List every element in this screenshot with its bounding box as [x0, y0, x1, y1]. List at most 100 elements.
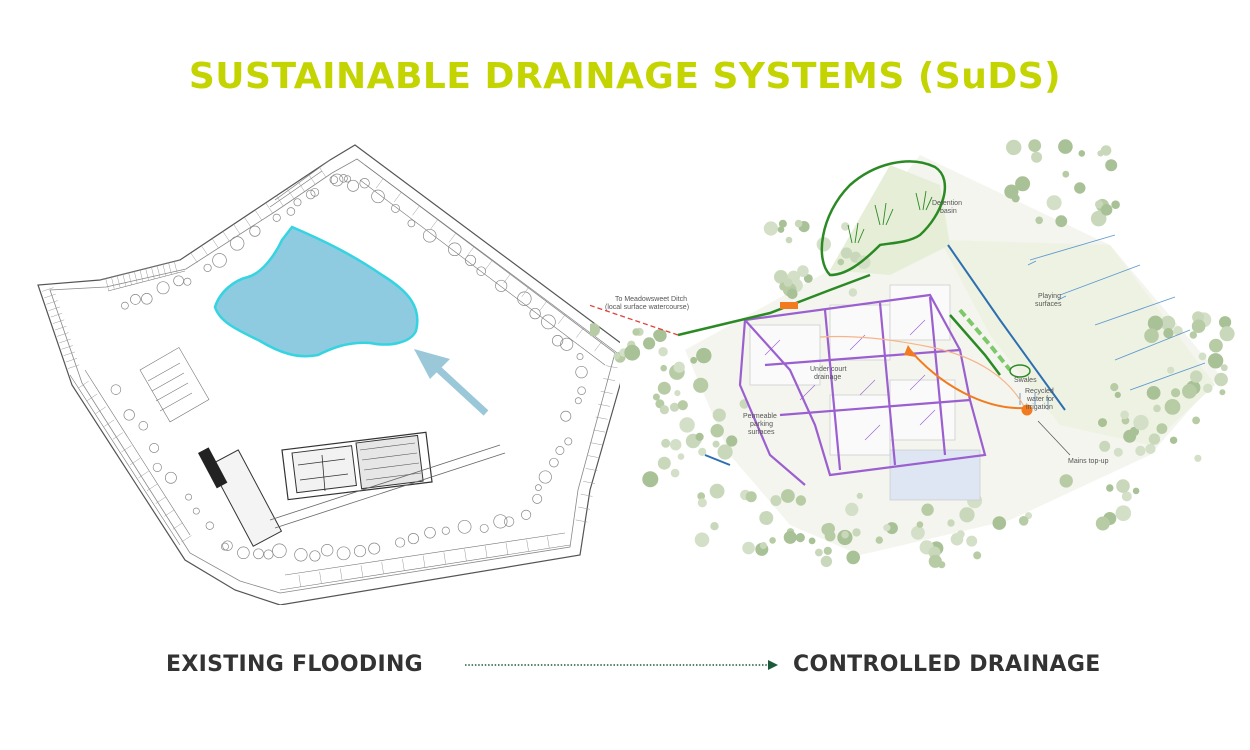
plot-line	[181, 535, 192, 543]
tree	[697, 498, 707, 508]
tree	[852, 528, 861, 537]
plot-line	[52, 319, 65, 324]
tree	[845, 502, 859, 516]
tree	[1105, 159, 1118, 172]
tree	[875, 536, 883, 544]
tree	[652, 393, 660, 401]
tree	[1035, 216, 1043, 225]
tree	[1121, 491, 1132, 502]
plot-line	[61, 345, 73, 350]
tree	[1074, 182, 1086, 194]
storage-tank	[780, 302, 798, 309]
plot-line	[485, 545, 488, 558]
tree	[305, 189, 316, 200]
tree	[205, 521, 214, 530]
tree	[712, 408, 726, 422]
mains-label: Mains top-up	[1068, 458, 1109, 465]
undercourt-label-1: Under court	[810, 366, 847, 373]
plot-line	[526, 539, 529, 552]
tree	[660, 364, 667, 372]
tree	[785, 236, 793, 244]
tree	[841, 530, 849, 539]
tree	[763, 221, 778, 236]
tree	[549, 457, 559, 468]
tree	[696, 347, 712, 364]
tree	[203, 263, 212, 272]
mains-top-up-point	[1021, 404, 1033, 416]
playing-label-2: surfaces	[1035, 301, 1062, 308]
tree	[1004, 184, 1019, 199]
recycle-pipe	[909, 349, 1026, 410]
tree	[1160, 315, 1176, 331]
plot-line	[585, 468, 598, 471]
tree	[848, 288, 858, 297]
tree	[973, 551, 982, 560]
plot-line	[503, 273, 511, 284]
plot-line	[375, 178, 384, 189]
tree	[1116, 479, 1130, 493]
tree	[717, 444, 733, 460]
tree	[503, 516, 515, 527]
tree	[237, 546, 250, 560]
tree	[1167, 366, 1175, 374]
permeable-label-2: parking	[750, 421, 773, 428]
plot-line	[59, 338, 71, 344]
plot-line	[128, 272, 132, 285]
court-blocks	[749, 284, 981, 501]
tree	[1191, 319, 1206, 333]
tree	[966, 535, 978, 547]
plot-line	[134, 271, 138, 284]
tree	[371, 189, 385, 204]
tree	[476, 266, 486, 276]
tree	[359, 178, 370, 189]
tree	[783, 278, 793, 287]
tree	[368, 542, 381, 555]
tree	[1031, 151, 1043, 163]
plot-line	[151, 267, 155, 279]
plot-line	[583, 481, 596, 484]
plot-line	[308, 174, 316, 185]
plot-line	[466, 246, 475, 257]
tree	[343, 175, 352, 183]
tree	[1078, 150, 1086, 157]
tree	[712, 440, 720, 448]
tree	[309, 550, 321, 562]
outfall-label-1: To Meadowsweet Ditch	[615, 296, 687, 303]
tree	[1164, 399, 1181, 415]
tree	[1145, 443, 1156, 454]
tree	[657, 381, 671, 395]
tree	[820, 555, 833, 568]
tree	[695, 432, 704, 441]
plot-line	[95, 406, 106, 414]
plot-line	[547, 536, 550, 549]
tree	[1203, 383, 1213, 393]
plot-line	[121, 445, 132, 453]
plot-line	[104, 419, 115, 427]
green-drains	[677, 160, 1001, 376]
tree	[803, 274, 813, 283]
tree	[1198, 352, 1207, 361]
tree	[330, 173, 344, 187]
tree	[173, 275, 184, 287]
plot-line	[162, 264, 167, 276]
plot-line	[168, 262, 172, 275]
tree	[1219, 389, 1226, 396]
plot-line	[155, 496, 166, 504]
swales-label: Swales	[1014, 377, 1037, 384]
plot-line	[578, 506, 591, 510]
tree	[1163, 328, 1174, 339]
tree	[677, 400, 688, 411]
tree	[1062, 170, 1070, 178]
tree	[1156, 423, 1168, 434]
tree	[950, 532, 964, 546]
tree	[710, 424, 724, 438]
tree	[1173, 326, 1183, 336]
plot-line	[381, 562, 384, 574]
existing-site-plan	[30, 135, 631, 606]
tree	[794, 219, 803, 228]
plot-line	[505, 542, 509, 555]
tree	[535, 484, 542, 491]
playing-label-1: Playing	[1038, 293, 1061, 300]
tree	[286, 207, 296, 216]
tree	[183, 277, 192, 286]
